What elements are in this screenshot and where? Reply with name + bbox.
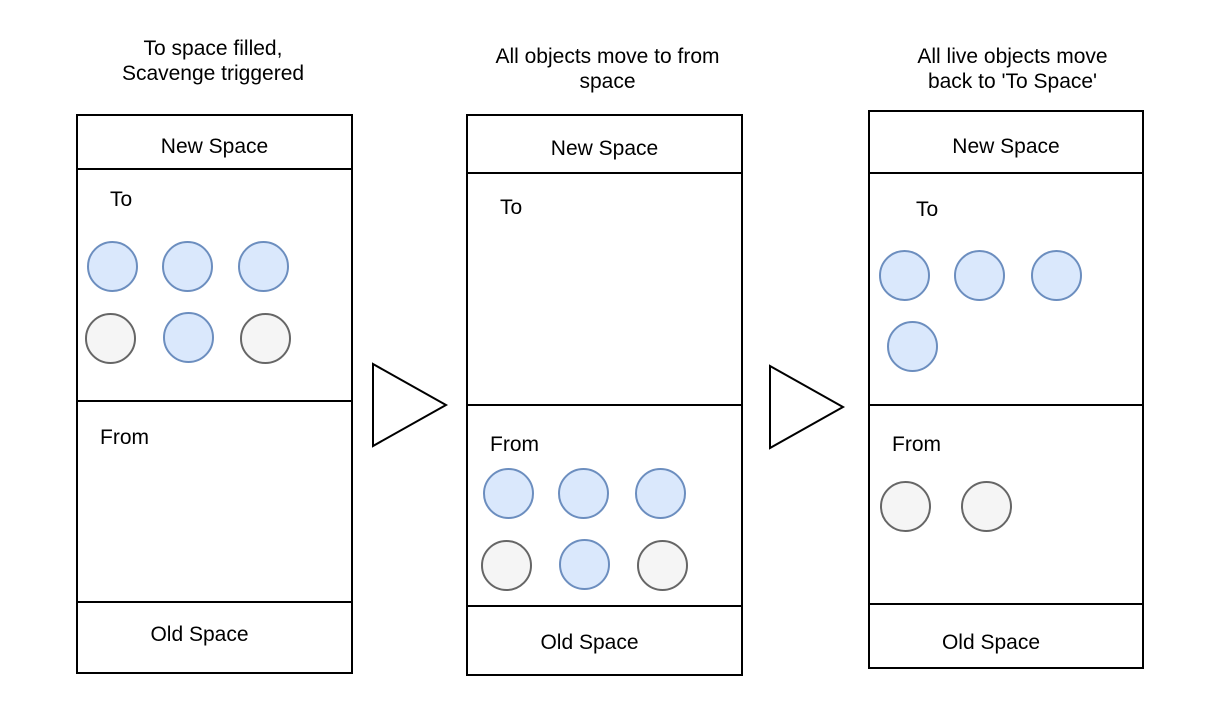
step-3-to-object-live [1031, 250, 1082, 301]
step-1-to-object-live [238, 241, 289, 292]
step-2-from-object-live [559, 539, 610, 590]
step-1-to-from-divider [76, 400, 353, 402]
step-3-from-label: From [892, 433, 941, 456]
step-2-title: All objects move to from space [495, 45, 720, 93]
step-3-to-label: To [916, 198, 939, 221]
step-2-old-space-divider [466, 605, 743, 607]
step-3-to-from-divider [868, 404, 1144, 406]
step-1-to-object-live [163, 312, 214, 363]
step-1-from-label: From [100, 426, 149, 449]
step-3-new-space-label: New Space [952, 135, 1060, 158]
step-2-new-space-label: New Space [550, 137, 659, 160]
step-2-to-from-divider [466, 404, 743, 406]
step-1-to-object-dead [240, 313, 291, 364]
step-2-from-object-dead [481, 540, 532, 591]
step-2-from-object-dead [637, 540, 688, 591]
step-1-old-space-label: Old Space [150, 623, 249, 646]
step-3-from-object-dead [880, 481, 931, 532]
step-3-old-space-divider [868, 603, 1144, 605]
step-1-new-space-divider [76, 168, 353, 170]
step-3-to-object-live [887, 321, 938, 372]
step-2-to-label: To [500, 196, 523, 219]
step-3-new-space-divider [868, 172, 1144, 174]
step-3-from-object-dead [961, 481, 1012, 532]
step-3-to-object-live [879, 250, 930, 301]
step-1-old-space-divider [76, 601, 353, 603]
step-3-to-object-live [954, 250, 1005, 301]
step-2-old-space-label: Old Space [540, 631, 639, 654]
step-3-title: All live objects move back to 'To Space' [917, 45, 1108, 93]
step-3-old-space-label: Old Space [941, 631, 1041, 654]
step-1-title: To space filled, Scavenge triggered [121, 37, 305, 85]
step-3-heap-panel: New Space To From Old Space [868, 110, 1144, 669]
step-2-from-object-live [558, 468, 609, 519]
step-1-to-object-live [87, 241, 138, 292]
step-2-from-label: From [490, 433, 539, 456]
step-2-from-object-live [483, 468, 534, 519]
step-1-to-object-live [162, 241, 213, 292]
step-1-to-object-dead [85, 313, 136, 364]
step-2-new-space-divider [466, 172, 743, 174]
step-1-new-space-label: New Space [160, 135, 269, 158]
step-arrow-2 [769, 364, 846, 450]
step-2-heap-panel: New Space To From Old Space [466, 114, 743, 676]
step-1-heap-panel: New Space To From Old Space [76, 114, 353, 674]
step-2-from-object-live [635, 468, 686, 519]
step-arrow-1 [372, 362, 449, 448]
step-1-to-label: To [110, 188, 133, 211]
